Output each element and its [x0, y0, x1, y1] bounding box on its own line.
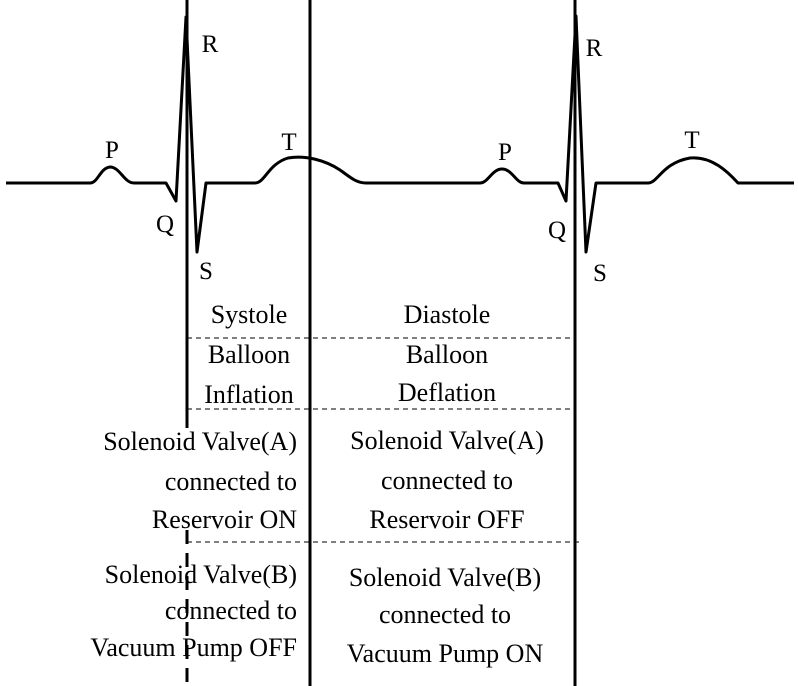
balloon-inflation-line-2: Inflation — [204, 380, 294, 409]
balloon-deflation-line-1: Balloon — [406, 340, 488, 369]
valve-b-left-line-3: Vacuum Pump OFF — [90, 633, 297, 662]
phase-label-diastole: Diastole — [404, 300, 491, 329]
wave-label-s-2: S — [593, 260, 607, 287]
wave-label-q-2: Q — [548, 217, 566, 244]
valve-a-left-line-1: Solenoid Valve(A) — [103, 427, 297, 456]
wave-label-t-1: T — [281, 129, 296, 156]
valve-a-right-line-2: connected to — [381, 466, 513, 495]
valve-a-left-line-3: Reservoir ON — [152, 505, 297, 534]
valve-b-left-line-2: connected to — [165, 596, 297, 625]
wave-label-q-1: Q — [156, 211, 174, 238]
valve-a-left-line-2: connected to — [165, 467, 297, 496]
wave-label-p-1: P — [105, 137, 119, 164]
wave-label-p-2: P — [498, 139, 512, 166]
valve-b-left-line-1: Solenoid Valve(B) — [105, 560, 297, 589]
valve-b-right-line-2: connected to — [379, 600, 511, 629]
phase-label-systole: Systole — [211, 300, 288, 329]
wave-label-t-2: T — [684, 127, 699, 154]
balloon-deflation-line-2: Deflation — [398, 378, 496, 407]
wave-label-r-2: R — [586, 35, 603, 62]
ecg-waveform — [6, 14, 794, 254]
wave-label-r-1: R — [202, 31, 219, 58]
valve-a-right-line-1: Solenoid Valve(A) — [350, 426, 544, 455]
valve-b-right-line-3: Vacuum Pump ON — [347, 639, 544, 668]
valve-b-right-line-1: Solenoid Valve(B) — [349, 563, 541, 592]
balloon-inflation-line-1: Balloon — [208, 340, 290, 369]
wave-label-s-1: S — [199, 258, 213, 285]
valve-a-right-line-3: Reservoir OFF — [369, 505, 524, 534]
